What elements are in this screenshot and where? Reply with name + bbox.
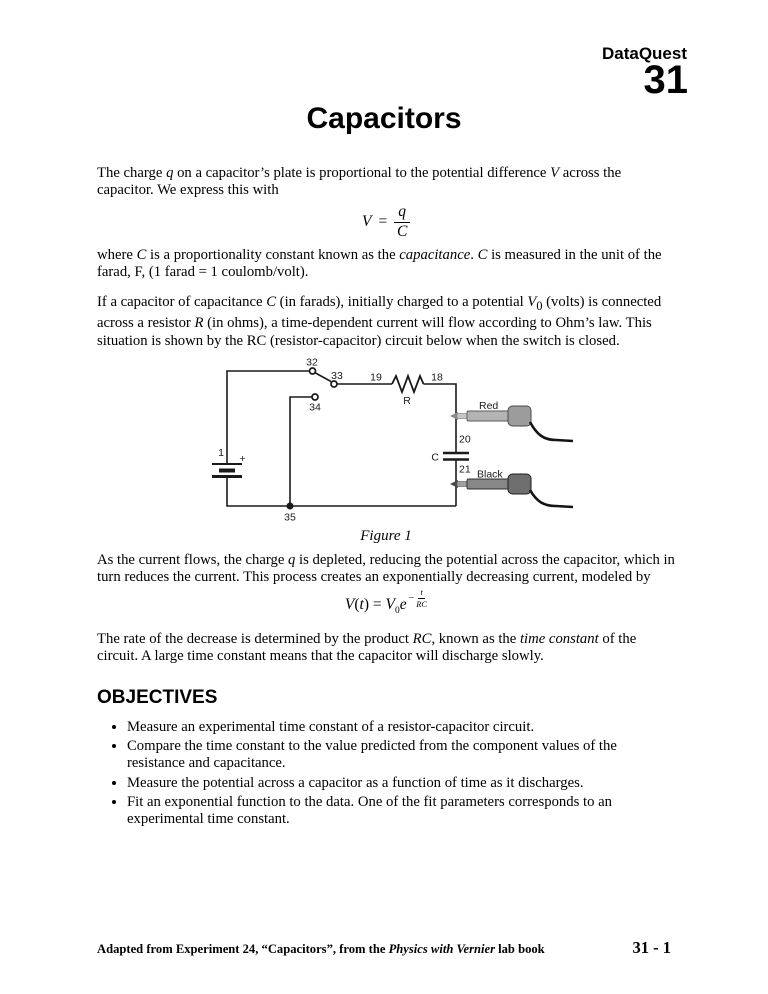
objective-item: Measure an experimental time constant of… [127, 719, 647, 736]
label-terminal-34: 34 [309, 402, 321, 414]
label-junction-35: 35 [284, 512, 296, 524]
circuit-diagram: 1 + 32 33 34 35 19 18 R C 20 21 [212, 357, 574, 524]
figure-caption: Figure 1 [360, 528, 412, 544]
paragraph-rc-circuit: If a capacitor of capacitance C (in fara… [97, 294, 662, 349]
resistor-icon [391, 373, 425, 395]
junction-35 [286, 502, 294, 510]
label-node-18: 18 [431, 372, 443, 384]
series-label: DataQuest [601, 44, 687, 63]
label-node-21: 21 [459, 464, 471, 476]
objectives-heading: OBJECTIVES [97, 687, 218, 708]
switch-terminal-33 [330, 380, 338, 388]
switch-terminal-34 [311, 393, 319, 401]
objectives-list: Measure an experimental time constant of… [112, 719, 647, 830]
experiment-number: 31 [643, 58, 689, 102]
footer-attribution: Adapted from Experiment 24, “Capacitors”… [97, 942, 545, 956]
wire [289, 396, 312, 506]
paragraph-capacitance-definition: where C is a proportionality constant kn… [97, 247, 662, 281]
label-battery: 1 [218, 447, 224, 459]
formula-discharge: V(t) = V0e − t RC [97, 588, 675, 617]
objective-item: Measure the potential across a capacitor… [127, 775, 647, 792]
fraction-numerator: q [394, 203, 410, 223]
exponent-numerator: t [418, 587, 425, 599]
switch-icon [308, 367, 338, 401]
black-probe-icon [450, 473, 574, 509]
label-red-probe: Red [479, 400, 498, 412]
exponent-fraction: t RC [416, 588, 427, 608]
battery-icon [212, 463, 242, 478]
equals-sign: = [378, 213, 388, 231]
formula-main: V(t) = V0e [344, 596, 407, 617]
objective-item: Fit an exponential function to the data.… [127, 794, 647, 828]
wire [226, 478, 456, 507]
paragraph-charge-intro: The charge q on a capacitor’s plate is p… [97, 165, 622, 199]
label-black-probe: Black [477, 469, 503, 481]
paragraph-time-constant: The rate of the decrease is determined b… [97, 631, 637, 665]
exponent-minus-sign: − [408, 592, 415, 604]
label-capacitor: C [431, 452, 439, 464]
fraction: q C [394, 203, 410, 241]
label-node-20: 20 [459, 434, 471, 446]
label-resistor: R [403, 395, 411, 407]
page-title: Capacitors [306, 102, 462, 135]
red-probe-cable [528, 421, 574, 443]
wire [423, 383, 457, 453]
switch-terminal-32 [308, 367, 317, 375]
label-terminal-33: 33 [331, 370, 343, 382]
page-footer: Adapted from Experiment 24, “Capacitors”… [97, 938, 671, 958]
footer-page-number: 31 - 1 [632, 938, 672, 957]
paragraph-discharge: As the current flows, the charge q is de… [97, 552, 675, 586]
red-probe-icon [450, 405, 574, 443]
label-terminal-32: 32 [306, 357, 318, 369]
capacitor-icon [443, 451, 469, 461]
objective-item: Compare the time constant to the value p… [127, 738, 647, 772]
exponent-denominator: RC [416, 598, 428, 609]
label-plus-terminal: + [239, 453, 245, 465]
formula-lhs: V [362, 213, 372, 231]
fraction-denominator: C [396, 223, 408, 241]
formula-exponent: − t RC [409, 588, 428, 608]
label-node-19: 19 [370, 372, 382, 384]
black-probe-cable [528, 489, 574, 509]
wire [226, 370, 310, 463]
formula-capacitance: V = q C [97, 203, 675, 241]
